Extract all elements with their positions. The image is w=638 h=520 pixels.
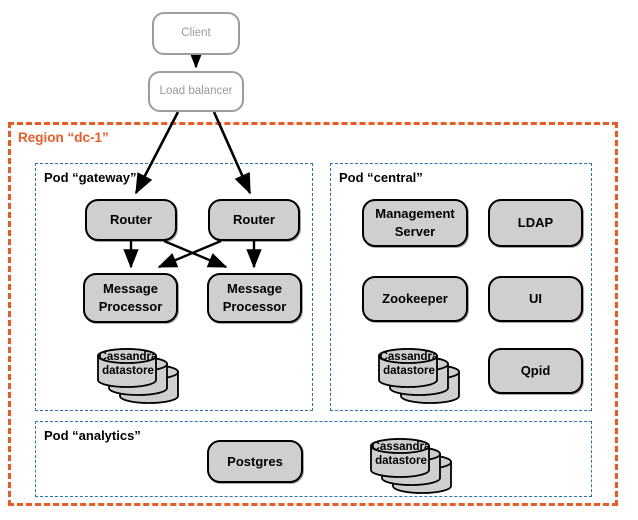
pod-analytics-boundary <box>35 421 592 497</box>
node-cassandra-gateway[interactable] <box>72 338 202 404</box>
node-qpid-label: Qpid <box>520 363 551 379</box>
pod-analytics-label: Pod “analytics” <box>44 428 141 443</box>
node-management-server-label-line2: Server <box>394 224 436 239</box>
node-message-processor-1-label-line1: Message <box>103 281 158 297</box>
node-message-processor-2-label-line1: Message <box>227 281 282 297</box>
node-router-2-label: Router <box>233 212 275 228</box>
node-ui[interactable]: UI <box>488 276 583 322</box>
region-dc-1-boundary <box>8 122 618 506</box>
datastore-cylinder-stack-icon <box>370 438 452 494</box>
node-qpid[interactable]: Qpid <box>488 348 583 394</box>
node-message-processor-2[interactable]: Message Processor <box>207 273 302 323</box>
node-ui-label: UI <box>529 291 542 307</box>
pod-central-label: Pod “central” <box>339 170 423 185</box>
datastore-cylinder-stack-icon <box>97 348 179 404</box>
node-load-balancer[interactable]: Load balancer <box>148 71 244 112</box>
node-ldap[interactable]: LDAP <box>488 199 583 247</box>
pod-gateway-label: Pod “gateway” <box>44 170 137 185</box>
node-message-processor-2-label-line2: Processor <box>222 299 287 314</box>
node-client-label: Client <box>181 26 211 39</box>
node-ldap-label: LDAP <box>517 215 554 231</box>
datastore-cylinder-stack-icon <box>378 348 460 404</box>
node-router-1[interactable]: Router <box>85 199 177 241</box>
node-management-server-label-line1: Management <box>375 206 455 222</box>
node-zookeeper[interactable]: Zookeeper <box>362 276 468 322</box>
node-zookeeper-label: Zookeeper <box>382 291 448 307</box>
node-postgres-label: Postgres <box>227 453 283 469</box>
node-router-1-label: Router <box>110 212 152 228</box>
region-label: Region “dc-1” <box>18 130 109 145</box>
node-cassandra-analytics[interactable] <box>345 428 475 494</box>
node-message-processor-1-label-line2: Processor <box>98 299 163 314</box>
node-router-2[interactable]: Router <box>208 199 300 241</box>
node-management-server[interactable]: Management Server <box>362 199 468 247</box>
node-cassandra-central[interactable] <box>353 338 483 404</box>
node-postgres[interactable]: Postgres <box>207 440 303 483</box>
node-client[interactable]: Client <box>152 12 240 55</box>
node-message-processor-1[interactable]: Message Processor <box>83 273 178 323</box>
node-load-balancer-label: Load balancer <box>159 84 233 97</box>
pod-central-boundary <box>330 163 592 411</box>
